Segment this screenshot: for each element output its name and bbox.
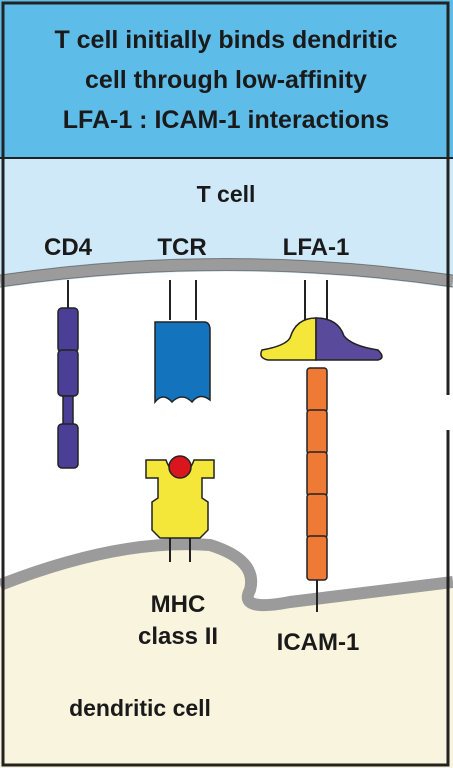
icam1-molecule: [306, 367, 328, 612]
t-cell-region: [0, 158, 453, 288]
title-line-1: T cell initially binds dendritic: [54, 26, 397, 54]
title-line-3: LFA-1 : ICAM-1 interactions: [63, 106, 389, 134]
lfa1-label: LFA-1: [283, 234, 350, 261]
title-line-2: cell through low-affinity: [85, 66, 367, 94]
dendritic-cell-region: [0, 544, 453, 768]
peptide: [168, 455, 192, 479]
mhc-class-ii-molecule: [145, 455, 215, 562]
lfa1-molecule: [260, 280, 383, 361]
mhc-label-line-2: class II: [138, 623, 218, 650]
cd4-molecule: [57, 280, 79, 469]
dendritic-cell-membrane: [0, 538, 453, 612]
tcr-molecule: [154, 280, 211, 405]
cd4-label: CD4: [44, 234, 93, 261]
mhc-label-line-1: MHC: [151, 591, 206, 618]
icam1-label: ICAM-1: [277, 629, 360, 656]
title-panel: [0, 0, 453, 158]
t-cell-membrane: [0, 258, 453, 287]
tcr-label: TCR: [157, 234, 206, 261]
t-cell-label: T cell: [197, 181, 256, 207]
dendritic-cell-label: dendritic cell: [69, 695, 211, 721]
